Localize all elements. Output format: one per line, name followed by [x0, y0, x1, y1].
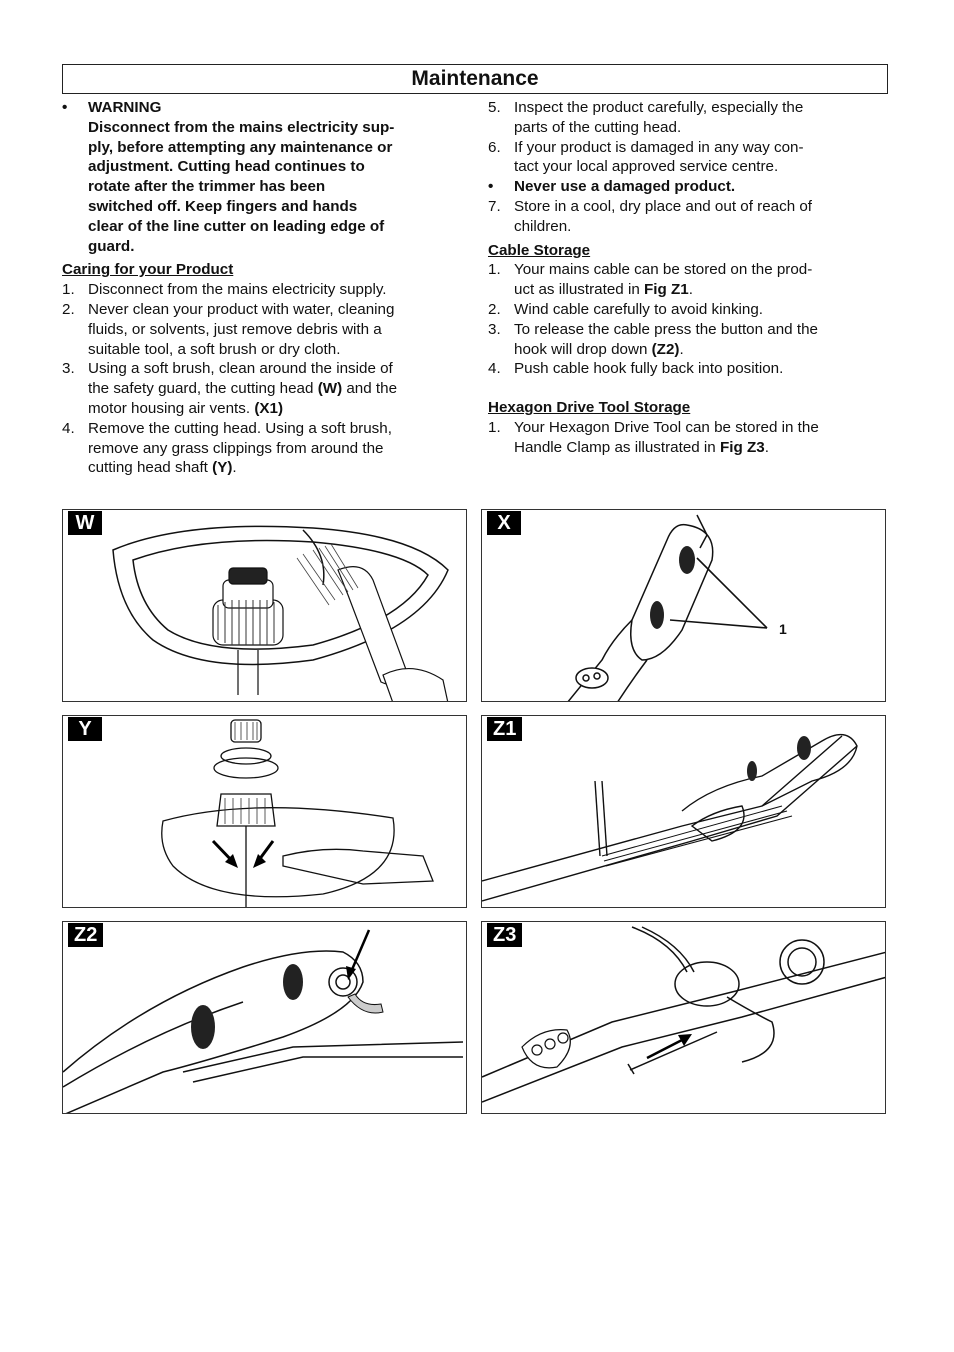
caring-heading: Caring for your Product — [62, 261, 234, 279]
warning-line: Disconnect from the mains electricity su… — [88, 118, 395, 136]
caring-item: 1. Disconnect from the mains electricity… — [62, 281, 387, 299]
cable-item: 3. To release the cable press the button… — [488, 320, 818, 358]
warning-line: clear of the line cutter on leading edge… — [88, 217, 385, 235]
hexagon-item: 1. Your Hexagon Drive Tool can be stored… — [488, 418, 819, 456]
warning-block: • WARNING Disconnect from the mains elec… — [62, 98, 462, 256]
figure-w: W — [62, 509, 467, 702]
figure-z3-label: Z3 — [487, 923, 523, 947]
caring-item: 4. Remove the cutting head. Using a soft… — [62, 419, 392, 477]
cable-heading: Cable Storage — [488, 241, 591, 259]
figure-x-label: X — [487, 511, 521, 535]
warning-bullet: • — [62, 99, 68, 116]
figure-z3-illustration — [482, 926, 885, 1103]
caring-item: 7. Store in a cool, dry place and out of… — [488, 197, 813, 235]
warning-line: adjustment. Cutting head continues to — [88, 158, 365, 176]
warning-heading: WARNING — [88, 99, 162, 116]
caring-item: 5. Inspect the product carefully, especi… — [488, 99, 804, 136]
ref-w: (W) — [317, 380, 343, 398]
caring-item: 2. Never clean your product with water, … — [62, 300, 395, 358]
caring-item: 3. Using a soft brush, clean around the … — [62, 360, 398, 417]
figure-x: 1 X — [481, 509, 886, 702]
ref-x1: (X1) — [254, 399, 284, 417]
figure-z1-label: Z1 — [487, 717, 523, 741]
cable-item: 2. Wind cable carefully to avoid kinking… — [488, 300, 764, 318]
figure-w-label: W — [68, 511, 102, 535]
never-use-warning: • Never use a damaged product. — [488, 178, 736, 196]
page-title: Maintenance — [411, 67, 539, 90]
warning-line: guard. — [88, 237, 135, 255]
figure-z2-label: Z2 — [68, 923, 104, 947]
figure-z1: Z1 — [481, 715, 886, 908]
figure-z3: Z3 — [481, 921, 886, 1114]
figure-y-illustration — [161, 719, 434, 907]
figure-z1-illustration — [482, 733, 858, 902]
warning-line: switched off. Keep fingers and hands — [88, 197, 358, 215]
figure-y-label: Y — [68, 717, 102, 741]
cable-item: 1. Your mains cable can be stored on the… — [488, 261, 813, 299]
hexagon-heading: Hexagon Drive Tool Storage — [488, 399, 691, 417]
figure-x-illustration — [567, 514, 768, 701]
figure-z2: Z2 — [62, 921, 467, 1114]
figure-x-callout: 1 — [779, 621, 787, 637]
figure-w-illustration — [112, 525, 449, 701]
right-column: 5. Inspect the product carefully, especi… — [488, 98, 888, 458]
left-column: • WARNING Disconnect from the mains elec… — [62, 98, 462, 478]
cable-item: 4. Push cable hook fully back into posit… — [488, 360, 784, 378]
page-title-box: Maintenance — [62, 64, 888, 94]
figure-z2-illustration — [63, 929, 464, 1113]
warning-line: ply, before attempting any maintenance o… — [88, 138, 393, 156]
ref-y: (Y) — [212, 459, 233, 477]
warning-line: rotate after the trimmer has been — [88, 178, 326, 196]
caring-item: 6. If your product is damaged in any way… — [488, 138, 804, 176]
figure-y: Y — [62, 715, 467, 908]
